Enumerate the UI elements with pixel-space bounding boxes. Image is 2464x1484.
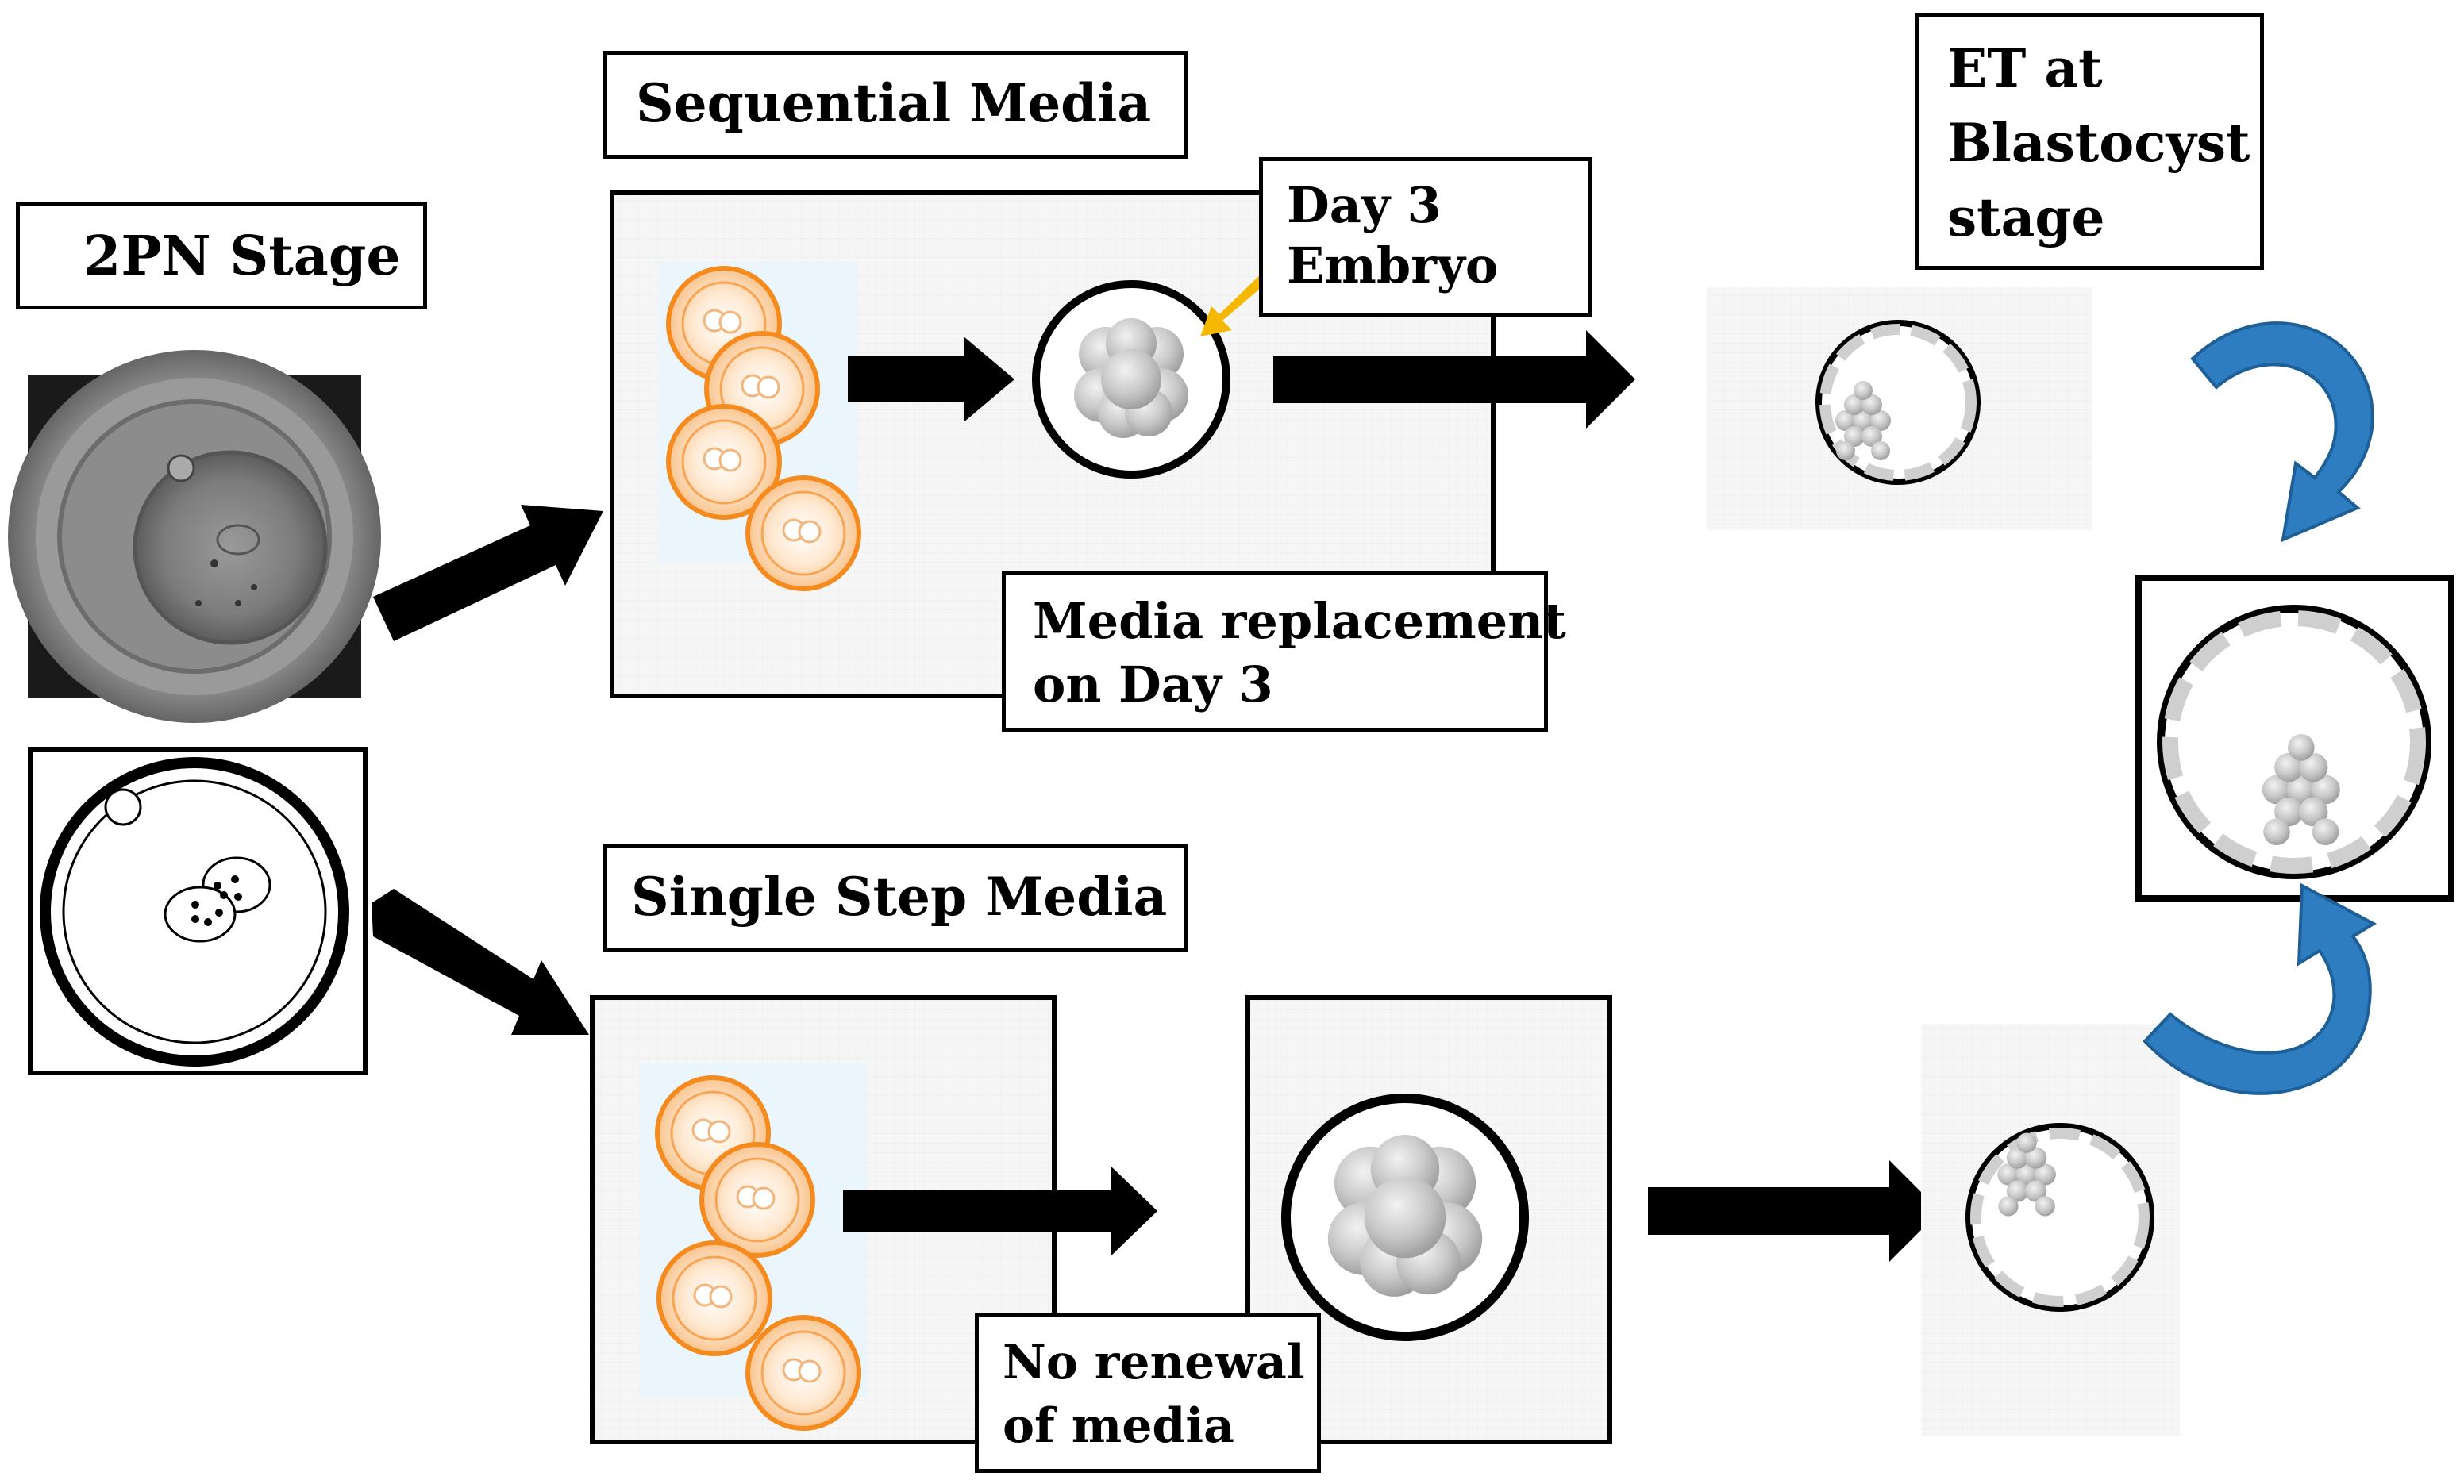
no-renewal-line2: of media [1003, 1398, 1235, 1454]
callout-arrow [1200, 267, 1276, 336]
zygote-cell [748, 478, 859, 589]
day3-text-line1: Day 3 [1287, 176, 1442, 234]
pn-stage-text: 2PN Stage [83, 225, 401, 288]
media-replacement-label: Media replacement on Day 3 [1002, 571, 1566, 732]
et-line1: ET at [1947, 37, 2103, 99]
curved-arrow-top [2190, 321, 2374, 543]
sequential-media-label: Sequential Media [603, 51, 1188, 159]
et-line3: stage [1947, 186, 2105, 248]
single-step-panel [590, 995, 1157, 1444]
zygote-photo [8, 350, 381, 723]
blastocyst-bottom [1921, 1024, 2180, 1436]
single-step-media-label: Single Step Media [603, 844, 1188, 952]
media-replacement-line2: on Day 3 [1033, 655, 1273, 713]
arrow-to-blastocyst-bottom [1648, 1160, 1940, 1262]
et-blastocyst-label: ET at Blastocyst stage [1915, 13, 2264, 270]
single-step-media-text: Single Step Media [631, 866, 1168, 928]
day3-text-line2: Embryo [1287, 236, 1499, 294]
arrow-right [843, 1167, 1157, 1255]
sequential-media-text: Sequential Media [636, 72, 1152, 134]
zygote-cell [702, 1144, 813, 1255]
no-renewal-line1: No renewal [1003, 1335, 1305, 1390]
no-renewal-label: No renewal of media [975, 1313, 1321, 1473]
day3-morula [1032, 280, 1230, 479]
pn-stage-label: 2PN Stage [16, 202, 427, 309]
zygote-cell [659, 1243, 770, 1354]
zygote-schematic [28, 747, 368, 1075]
media-replacement-line1: Media replacement [1033, 592, 1566, 650]
et-line2: Blastocyst [1947, 112, 2250, 174]
final-blastocyst-panel [2135, 575, 2454, 902]
arrow-to-blastocyst-top [1273, 330, 1635, 429]
arrow-to-sequential [373, 505, 603, 641]
arrow-to-single-step [372, 889, 589, 1035]
arrow-right [848, 336, 1014, 422]
curved-arrow-bottom [2143, 882, 2377, 1095]
blastocyst-top [1707, 287, 2092, 530]
day3-embryo-label: Day 3 Embryo [1259, 157, 1592, 317]
zygote-cell [748, 1317, 859, 1428]
